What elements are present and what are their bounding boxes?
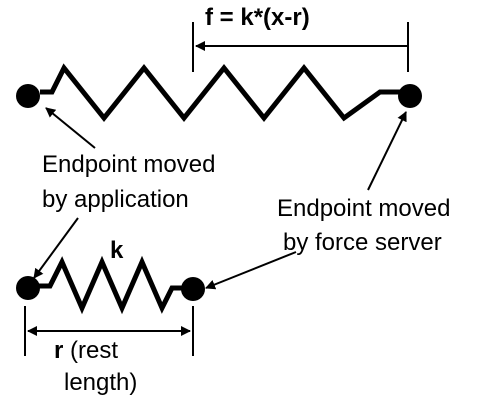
top-left-endpoint xyxy=(16,84,40,108)
bottom-right-endpoint xyxy=(181,277,205,301)
rest-length-text-part1: (rest xyxy=(63,337,118,364)
arrow-to-top-left-endpoint xyxy=(45,107,96,149)
bottom-left-endpoint xyxy=(16,276,40,300)
application-label-line1: Endpoint moved xyxy=(42,151,215,178)
arrow-to-bottom-right-endpoint xyxy=(205,251,297,290)
force-server-label-line2: by force server xyxy=(283,229,442,256)
arrow-to-bottom-left-endpoint xyxy=(33,217,79,279)
spring-constant-label: k xyxy=(110,237,124,264)
rest-length-label: r (rest xyxy=(54,337,118,364)
application-label-line2: by application xyxy=(42,186,189,213)
force-formula: f = k*(x-r) xyxy=(205,4,310,31)
arrow-to-top-right-endpoint xyxy=(367,111,407,191)
rest-spring xyxy=(38,255,190,315)
rest-length-label-line2: length) xyxy=(64,369,137,396)
stretched-spring xyxy=(40,63,408,123)
rest-length-symbol: r xyxy=(54,337,63,364)
force-server-label-line1: Endpoint moved xyxy=(277,195,450,222)
top-right-endpoint xyxy=(398,84,422,108)
